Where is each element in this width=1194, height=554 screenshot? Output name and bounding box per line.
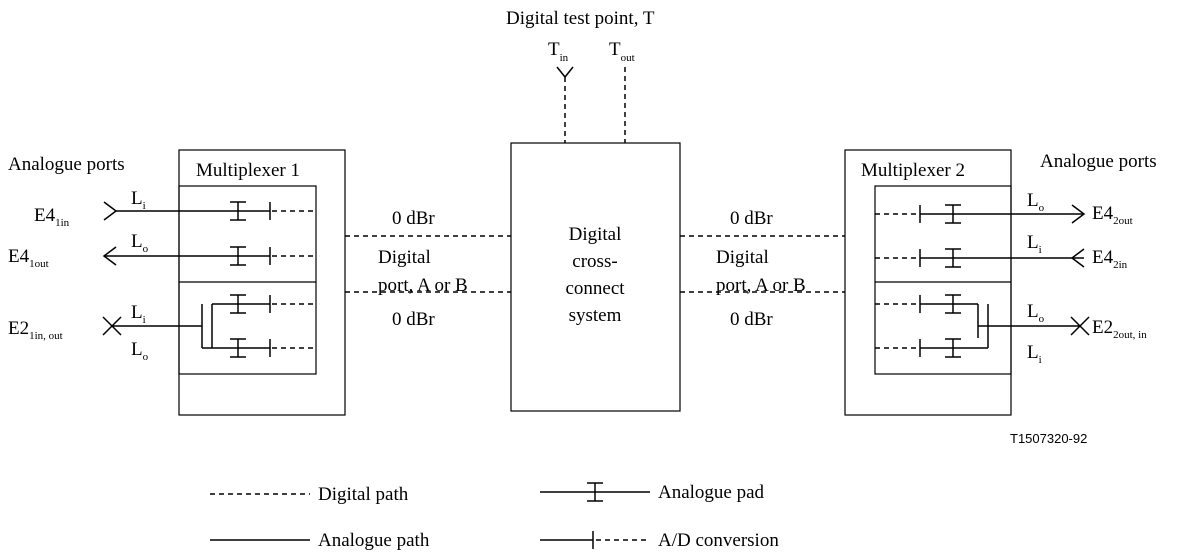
cross-connect-box <box>510 142 681 412</box>
digital-port-right-line1: Digital <box>716 247 769 268</box>
e4-1in-analogue-pad <box>228 201 270 221</box>
multiplexer-2-inner-box <box>874 185 1012 375</box>
test-point-tout-label: Tout <box>609 39 635 64</box>
system-label-line2: cross- <box>572 251 617 272</box>
dbr-bottom-left: 0 dBr <box>392 309 435 330</box>
e4-2in-label: E42in <box>1092 247 1128 271</box>
system-label-line4: system <box>569 305 622 326</box>
legend-ad-conversion-label: A/D conversion <box>658 530 779 551</box>
e4-2out-level-label: Lo <box>1027 190 1045 214</box>
dbr-top-right: 0 dBr <box>730 208 773 229</box>
e4-1in-label: E41in <box>34 205 70 229</box>
e4-1in-level-label: Li <box>131 188 146 212</box>
e2-1-lo-label: Lo <box>131 339 149 363</box>
e4-2in-input-icon <box>1070 248 1085 268</box>
e2-2-cross-icon <box>1070 316 1090 336</box>
left-analogue-ports-title: Analogue ports <box>8 154 125 175</box>
e4-2out-output-icon <box>1071 204 1086 224</box>
legend-analogue-path-label: Analogue path <box>318 530 430 551</box>
e2-2out-in-label: E22out, in <box>1092 317 1147 341</box>
right-analogue-ports-title: Analogue ports <box>1040 151 1157 172</box>
e2-2-li-label: Li <box>1027 342 1042 366</box>
multiplexer-2-label: Multiplexer 2 <box>861 160 965 181</box>
e2-1-hybrid <box>201 303 270 349</box>
test-point-title: Digital test point, T <box>506 8 655 29</box>
digital-port-right-line2: port, A or B <box>716 275 806 296</box>
multiplexer-1-label: Multiplexer 1 <box>196 160 300 181</box>
e4-2out-label: E42out <box>1092 203 1133 227</box>
digital-port-left-line1: Digital <box>378 247 431 268</box>
e4-1out-label: E41out <box>8 246 49 270</box>
e2-1in-out-label: E21in, out <box>8 318 63 342</box>
legend-ad-conversion-swatch <box>540 531 650 549</box>
multiplexer-1-inner-box <box>178 185 317 375</box>
e2-1-upper-analogue-pad <box>230 294 246 314</box>
e2-1-lower-analogue-pad <box>230 338 246 358</box>
dbr-top-left: 0 dBr <box>392 208 435 229</box>
e2-2-hybrid <box>920 303 989 349</box>
e4-1in-input-icon <box>103 201 118 221</box>
system-label-line3: connect <box>565 278 625 299</box>
e2-1-li-label: Li <box>131 302 146 326</box>
dbr-bottom-right: 0 dBr <box>730 309 773 330</box>
figure-id: T1507320-92 <box>1010 431 1087 446</box>
e4-1out-level-label: Lo <box>131 231 149 255</box>
legend-analogue-pad-label: Analogue pad <box>658 482 765 503</box>
digital-port-left-line2: port, A or B <box>378 275 468 296</box>
e4-1out-analogue-pad <box>230 246 246 266</box>
system-label-line1: Digital <box>569 224 622 245</box>
legend-digital-path-label: Digital path <box>318 484 409 505</box>
e2-2-lo-label: Lo <box>1027 301 1045 325</box>
test-point-tin-label: Tin <box>548 39 569 64</box>
legend-analogue-pad-swatch <box>540 482 650 502</box>
test-point-tin-arrow <box>556 66 574 143</box>
e4-2in-level-label: Li <box>1027 232 1042 256</box>
